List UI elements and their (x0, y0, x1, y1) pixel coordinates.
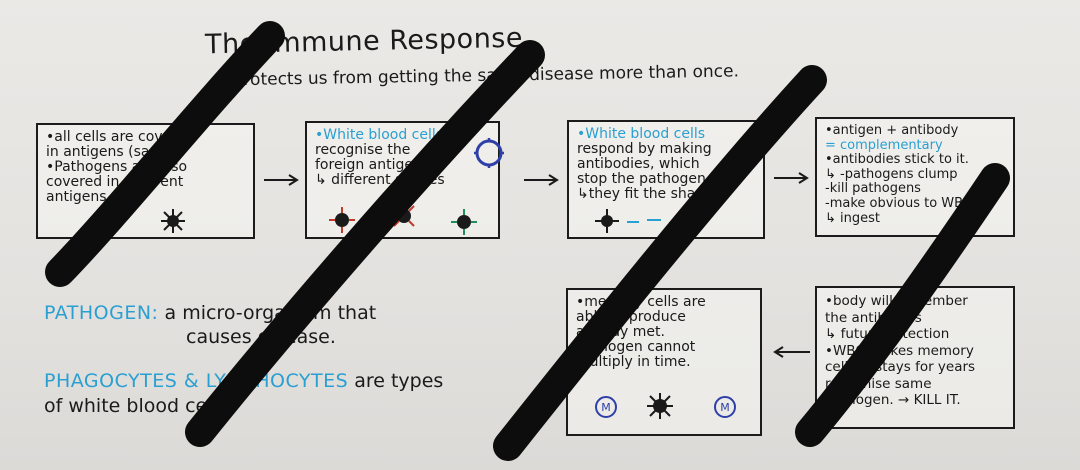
definition-term: PATHOGEN: (44, 302, 159, 324)
memory-cell-icon: M (595, 396, 617, 418)
arrow-right-icon (774, 172, 809, 184)
box-line: antibodies, which (577, 156, 700, 172)
memory-cell-label: M (601, 401, 611, 414)
box-line: ↳ -pathogens clump (825, 166, 958, 182)
box-line: •White blood cells (577, 126, 706, 142)
box-line: foreign antigen. (315, 157, 427, 173)
arrow-right-icon (524, 174, 559, 186)
definition-text: of white blood cells. (44, 395, 234, 417)
definition-text: causes disease. (186, 326, 336, 348)
definition-pathogen-line2: causes disease. (186, 326, 336, 348)
box-line: ↳ different shapes (315, 172, 445, 188)
definition-phagocytes-line2: of white blood cells. (44, 395, 234, 417)
box-line: •Pathogens are also (46, 159, 188, 175)
box-line: •all cells are covered (46, 129, 195, 145)
box-line: •antibodies stick to it. (825, 152, 969, 168)
white-blood-cell-icon (474, 138, 504, 168)
pathogen-icon (595, 209, 619, 233)
definition-text: are types (354, 370, 444, 392)
box-line: ↳they fit the shape. (577, 186, 718, 202)
arrow-right-icon (264, 174, 299, 186)
pathogen-icon (329, 207, 355, 233)
box-line: ↳ ingest (825, 210, 880, 226)
memory-cell-label: M (720, 401, 730, 414)
definition-text: a micro-organism that (164, 302, 377, 324)
page-title: The Immune Response (204, 22, 524, 61)
step-box-remember: •body will remember the antibodies ↳ fut… (815, 286, 1015, 429)
pathogen-icon (161, 209, 185, 233)
box-line: -make obvious to WBC (825, 195, 972, 211)
box-line: pathogen. → KILL IT. (825, 392, 961, 408)
memory-cell-icon: M (714, 396, 736, 418)
box-line: •body will remember (825, 293, 968, 309)
box-line: cells → stays for years (825, 359, 976, 375)
arrow-left-icon (773, 346, 810, 358)
box-line: •WBC makes memory (825, 342, 974, 359)
box-line: recognise same (825, 375, 932, 392)
box-line: -kill pathogens (825, 181, 921, 197)
box-line: •antigen + antibody (825, 123, 959, 138)
step-box-antigens: •all cells are covered in antigens (same… (36, 123, 255, 239)
box-line: recognise the (315, 142, 411, 158)
box-line: covered in different (46, 174, 184, 190)
page-subtitle: ↳ protects us from getting the same dise… (212, 61, 740, 91)
box-line: ↳ future potection (825, 326, 950, 342)
definition-term: PHAGOCYTES & LYMPHOCYTES (44, 370, 349, 392)
box-line: able to produce (576, 309, 686, 325)
box-line: = complementary (825, 137, 943, 153)
box-line: •White blood cells (315, 127, 444, 143)
definition-phagocytes: PHAGOCYTES & LYMPHOCYTES are types (44, 370, 443, 392)
box-line: the antibodies (825, 309, 922, 326)
definition-pathogen: PATHOGEN: a micro-organism that (44, 302, 376, 324)
box-line: multiply in time. (576, 354, 691, 370)
box-line: in antigens (same). (46, 144, 182, 160)
box-line: •memory cells are (576, 294, 706, 310)
pathogen-icon (451, 209, 477, 235)
pathogen-icon (647, 393, 673, 419)
box-line: antigens. (46, 189, 111, 205)
box-line: respond by making (577, 141, 712, 157)
pathogen-icon (393, 205, 415, 227)
step-box-complementary: •antigen + antibody = complementary •ant… (815, 117, 1015, 237)
box-line: already met. (576, 324, 665, 340)
box-line: stop the pathogen. (577, 171, 711, 187)
box-line: pathogen cannot (576, 339, 696, 355)
antibody-icon (627, 218, 701, 224)
